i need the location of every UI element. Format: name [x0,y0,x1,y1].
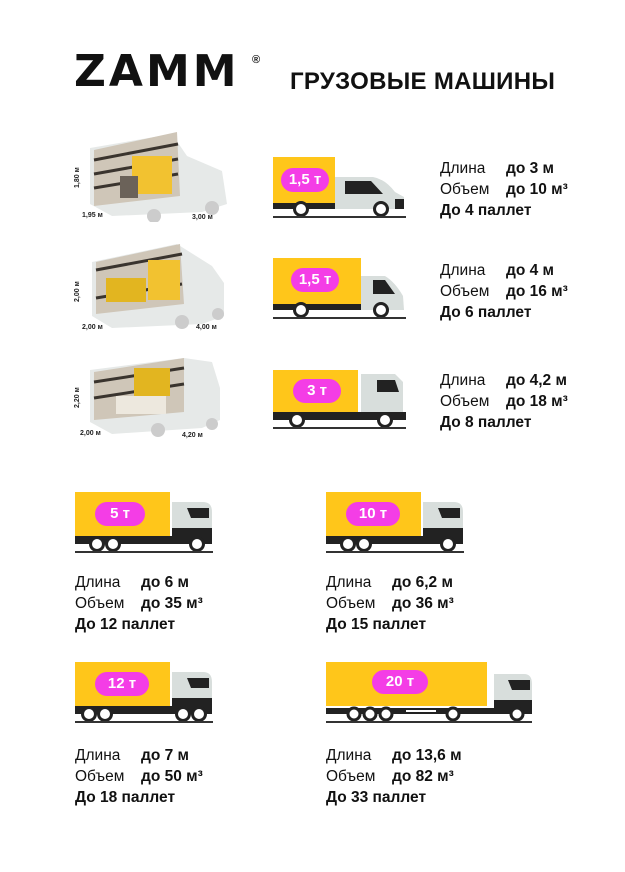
dim-width: 2,00 м [80,430,101,437]
truck-icon-20t: 20 т [326,662,532,724]
length-value: до 13,6 м [392,747,462,764]
specs-truck-5t: Длина до 6 м Объем до 35 м³ До 12 паллет [75,572,203,635]
dim-length: 4,20 м [182,432,203,439]
dim-width: 2,00 м [82,324,103,331]
capacity-badge: 3 т [293,379,341,403]
length-label: Длина [440,160,486,177]
pallets-value: До 8 паллет [440,414,532,431]
dim-height: 2,20 м [74,387,81,408]
truck-icon [326,492,464,553]
cargo-illustration-1: 1,80 м 1,95 м 3,00 м [72,126,232,222]
van-interior-image [90,132,227,222]
length-label: Длина [75,574,121,591]
length-label: Длина [440,372,486,389]
capacity-badge: 12 т [95,672,149,696]
specs-truck-1: Длина до 3 м Объем до 10 м³ До 4 паллет [440,158,568,221]
specs-truck-20t: Длина до 13,6 м Объем до 82 м³ До 33 палле… [326,745,462,808]
page-title: ГРУЗОВЫЕ МАШИНЫ [290,68,556,95]
registered-mark: ® [252,54,261,66]
cargo-illustration-3: 2,20 м 2,00 м 4,20 м [72,348,232,440]
dim-height: 1,80 м [74,167,81,188]
length-label: Длина [440,262,486,279]
medium-truck-icon [273,370,406,429]
semi-truck-icon [326,662,532,723]
pallets-value: До 18 паллет [75,789,176,806]
specs-truck-10t: Длина до 6,2 м Объем до 36 м³ До 15 паллет [326,572,454,635]
volume-label: Объем [326,768,376,785]
truck-icon-10t: 10 т [326,492,464,554]
dim-width: 1,95 м [82,212,103,219]
dim-length: 4,00 м [196,324,217,331]
length-value: до 4 м [506,262,555,279]
dim-height: 2,00 м [74,281,81,302]
volume-label: Объем [75,595,125,612]
truck-icon-12t: 12 т [75,662,213,724]
specs-truck-3: Длина до 4,2 м Объем до 18 м³ До 8 паллет [440,370,568,433]
volume-label: Объем [440,393,490,410]
specs-truck-2: Длина до 4 м Объем до 16 м³ До 6 паллет [440,260,568,323]
length-value: до 6,2 м [392,574,453,591]
length-label: Длина [326,574,372,591]
volume-label: Объем [326,595,376,612]
truck-icon-5t: 5 т [75,492,213,554]
volume-value: до 18 м³ [506,393,568,410]
volume-value: до 82 м³ [392,768,454,785]
pallets-value: До 33 паллет [326,789,427,806]
truck-interior-image [90,358,220,437]
small-truck-icon [273,258,406,319]
length-value: до 3 м [506,160,555,177]
capacity-badge: 20 т [372,670,428,694]
capacity-badge: 1,5 т [281,168,329,192]
truck-icon-van: 1,5 т [273,157,406,219]
capacity-badge: 10 т [346,502,400,526]
pallets-value: До 4 паллет [440,202,532,219]
length-value: до 7 м [141,747,190,764]
volume-value: до 16 м³ [506,283,568,300]
volume-label: Объем [440,181,490,198]
volume-label: Объем [440,283,490,300]
specs-truck-12t: Длина до 7 м Объем до 50 м³ До 18 паллет [75,745,203,808]
capacity-badge: 1,5 т [291,268,339,292]
volume-value: до 35 м³ [141,595,203,612]
capacity-badge: 5 т [95,502,145,526]
truck-icon-small: 1,5 т [273,258,406,320]
truck-icon [75,492,213,553]
length-label: Длина [326,747,372,764]
volume-label: Объем [75,768,125,785]
pallets-value: До 12 паллет [75,616,176,633]
zamm-logo: ZAMM [74,46,240,97]
cargo-illustration-2: 2,00 м 2,00 м 4,00 м [72,238,232,334]
volume-value: до 36 м³ [392,595,454,612]
pallets-value: До 15 паллет [326,616,427,633]
volume-value: до 50 м³ [141,768,203,785]
truck-icon-3t: 3 т [273,368,406,430]
volume-value: до 10 м³ [506,181,568,198]
van-interior-image [92,244,224,329]
length-label: Длина [75,747,121,764]
length-value: до 6 м [141,574,190,591]
dim-length: 3,00 м [192,214,213,221]
length-value: до 4,2 м [506,372,567,389]
pallets-value: До 6 паллет [440,304,532,321]
